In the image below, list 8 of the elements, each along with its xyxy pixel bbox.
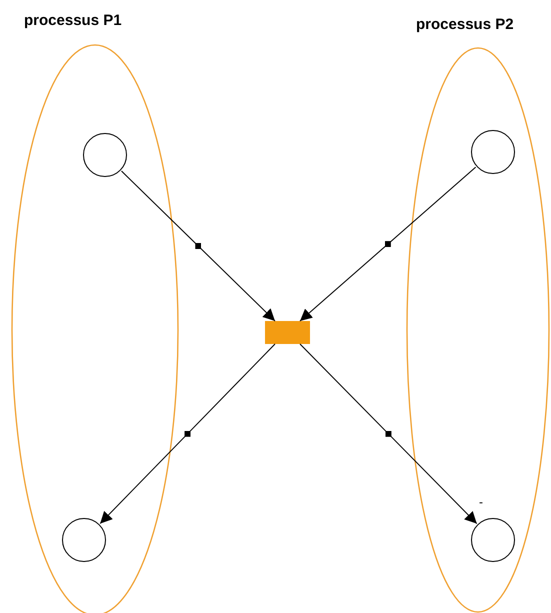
arc-arrow [300,166,476,322]
transition-bar [265,321,310,344]
arc-arrow [300,344,478,524]
arc-arrow [121,170,276,322]
process-heading: processus P1 [24,11,122,31]
arc-arrow [100,344,276,524]
token-mark: - [479,496,483,508]
process-heading: processus P2 [416,15,514,35]
